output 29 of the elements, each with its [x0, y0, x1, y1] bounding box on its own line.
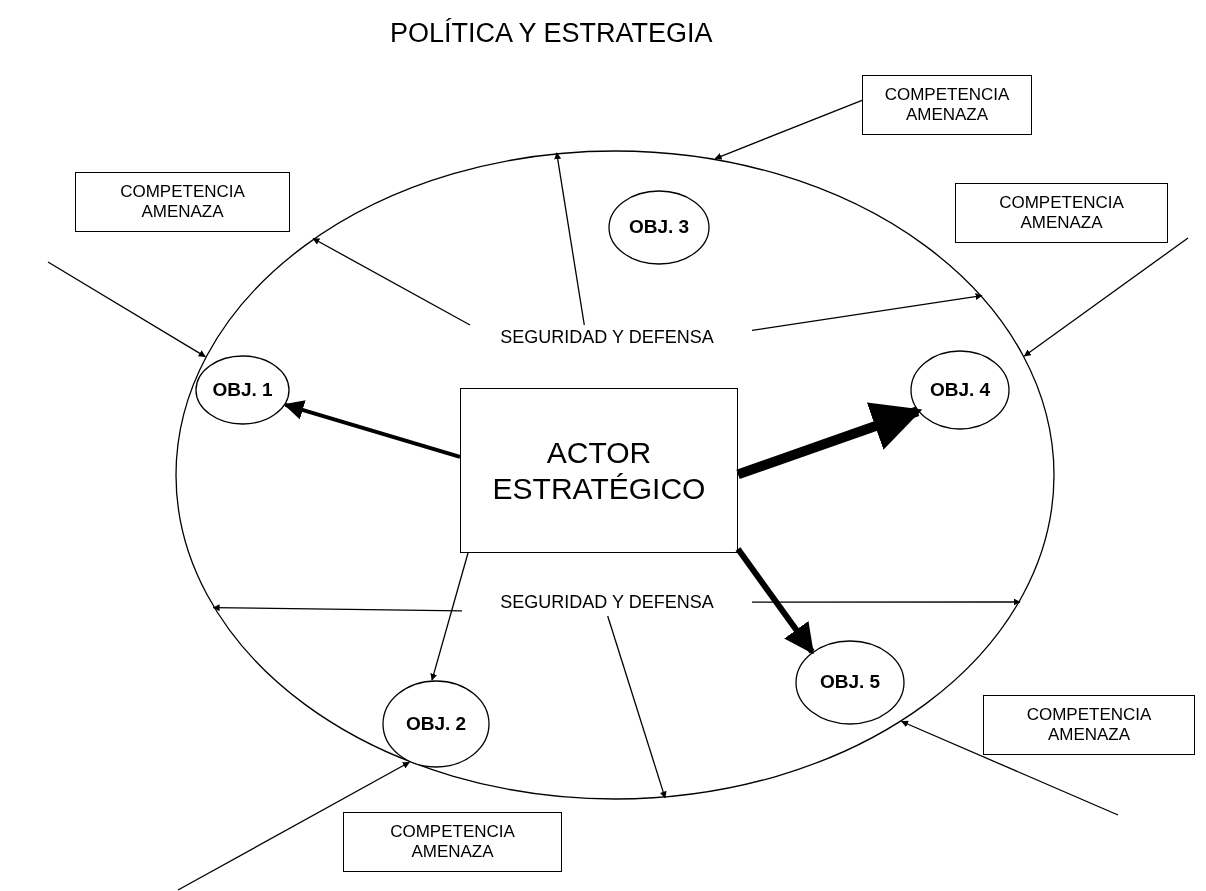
arrow [177, 761, 410, 891]
arrow [901, 720, 1119, 816]
threat-box: COMPETENCIA AMENAZA [983, 695, 1195, 755]
arrow [714, 99, 863, 160]
arrow [212, 604, 463, 612]
arrow [47, 261, 206, 358]
threat-box: COMPETENCIA AMENAZA [862, 75, 1032, 135]
arrow [607, 615, 667, 799]
arrow [312, 237, 471, 326]
diagram-title: POLÍTICA Y ESTRATEGIA [390, 18, 713, 49]
arrow [283, 400, 461, 459]
actor-box: ACTOR ESTRATÉGICO [460, 388, 738, 553]
arrow [751, 598, 1021, 606]
arrow [430, 552, 469, 681]
arrow [751, 293, 983, 332]
objective-bubble: OBJ. 3 [608, 190, 710, 265]
threat-box: COMPETENCIA AMENAZA [343, 812, 562, 872]
objective-bubble: OBJ. 5 [795, 640, 905, 725]
objective-bubble: OBJ. 2 [382, 680, 490, 768]
area-label: SEGURIDAD Y DEFENSA [462, 590, 752, 616]
area-label: SEGURIDAD Y DEFENSA [462, 325, 752, 351]
arrow [736, 402, 923, 480]
objective-bubble: OBJ. 4 [910, 350, 1010, 430]
objective-bubble: OBJ. 1 [195, 355, 290, 425]
threat-box: COMPETENCIA AMENAZA [955, 183, 1168, 243]
threat-box: COMPETENCIA AMENAZA [75, 172, 290, 232]
arrow [1023, 237, 1189, 357]
arrow [735, 547, 815, 655]
arrow [554, 152, 585, 326]
